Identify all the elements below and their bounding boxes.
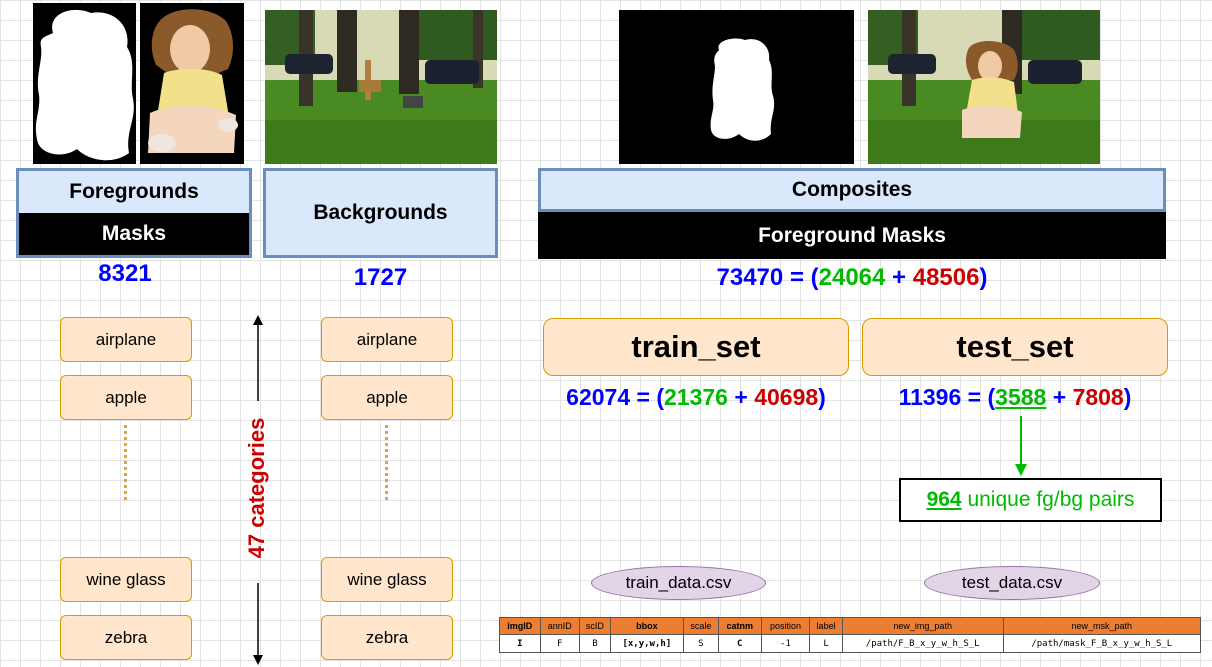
foreground-mask-image bbox=[33, 3, 136, 164]
fg-category-item: zebra bbox=[60, 615, 192, 660]
eq-sign: = bbox=[636, 384, 650, 410]
table-cell: [x,y,w,h] bbox=[609, 634, 684, 653]
foregrounds-masks-box: Foregrounds Masks bbox=[16, 168, 252, 258]
table-cell: B bbox=[578, 634, 611, 653]
composites-count: 73470 = (24064 + 48506) bbox=[538, 264, 1166, 292]
table-cell: C bbox=[717, 634, 762, 653]
train-part-a: 21376 bbox=[664, 384, 728, 410]
test-part-b: 7808 bbox=[1072, 384, 1124, 410]
down-arrow-icon bbox=[1015, 416, 1027, 476]
table-header: scID bbox=[578, 617, 611, 635]
foreground-child-image bbox=[140, 3, 244, 164]
table-header: new_img_path bbox=[841, 617, 1004, 635]
table-header: position bbox=[760, 617, 811, 635]
test-part-a: 3588 bbox=[995, 384, 1047, 410]
table-header: label bbox=[809, 617, 843, 635]
table-cell: L bbox=[809, 634, 843, 653]
close-paren: ) bbox=[818, 384, 826, 410]
masks-label: Masks bbox=[19, 213, 249, 255]
pairs-text: unique fg/bg pairs bbox=[967, 488, 1135, 511]
fg-category-item: airplane bbox=[60, 317, 192, 362]
open-paren: ( bbox=[810, 264, 819, 291]
table-cell: /path/F_B_x_y_w_h_S_L bbox=[841, 634, 1004, 653]
fg-category-item: wine glass bbox=[60, 557, 192, 602]
bg-category-item: apple bbox=[321, 375, 453, 420]
open-paren: ( bbox=[656, 384, 665, 410]
table-header: bbox bbox=[609, 617, 684, 635]
composites-box: Composites Foreground Masks bbox=[538, 168, 1166, 259]
csv-schema-table: imgID annID scID bbox scale catnm positi… bbox=[499, 617, 1202, 653]
table-cell: S bbox=[682, 634, 719, 653]
backgrounds-box: Backgrounds bbox=[263, 168, 498, 258]
table-row: I F B [x,y,w,h] S C -1 L /path/F_B_x_y_w… bbox=[499, 634, 1202, 653]
plus-sign: + bbox=[892, 264, 907, 291]
bg-category-item: zebra bbox=[321, 615, 453, 660]
close-paren: ) bbox=[979, 264, 988, 291]
bg-category-ellipsis bbox=[385, 425, 388, 500]
composites-total: 73470 bbox=[716, 264, 784, 291]
composites-part-b: 48506 bbox=[912, 264, 980, 291]
test-total: 11396 bbox=[898, 384, 962, 410]
composite-mask-image bbox=[619, 10, 854, 164]
table-cell: -1 bbox=[760, 634, 811, 653]
table-header: scale bbox=[682, 617, 719, 635]
eq-sign: = bbox=[967, 384, 982, 410]
train-total: 62074 bbox=[566, 384, 631, 410]
foreground-masks-label: Foreground Masks bbox=[538, 212, 1166, 259]
table-header: imgID bbox=[499, 617, 541, 635]
train-csv-ellipse: train_data.csv bbox=[591, 566, 766, 600]
open-paren: ( bbox=[987, 384, 996, 410]
background-count: 1727 bbox=[353, 264, 408, 291]
train-part-b: 40698 bbox=[754, 384, 819, 410]
composites-label: Composites bbox=[538, 168, 1166, 212]
plus-sign: + bbox=[1052, 384, 1067, 410]
test-set-count: 11396 = (3588 + 7808) bbox=[862, 384, 1168, 411]
categories-count-label: 47 categories bbox=[244, 417, 269, 559]
background-park-image bbox=[265, 10, 497, 164]
foregrounds-label: Foregrounds bbox=[19, 171, 249, 213]
foreground-count: 8321 bbox=[98, 260, 152, 287]
categories-double-arrow bbox=[253, 315, 263, 665]
table-cell: /path/mask_F_B_x_y_w_h_S_L bbox=[1002, 634, 1202, 653]
test-csv-ellipse: test_data.csv bbox=[924, 566, 1100, 600]
table-cell: I bbox=[499, 634, 541, 653]
table-header: annID bbox=[539, 617, 580, 635]
test-set-box: test_set bbox=[862, 318, 1168, 376]
table-header: new_msk_path bbox=[1002, 617, 1202, 635]
table-cell: F bbox=[539, 634, 580, 653]
composite-image bbox=[868, 10, 1100, 164]
plus-sign: + bbox=[734, 384, 748, 410]
bg-category-item: wine glass bbox=[321, 557, 453, 602]
table-header: catnm bbox=[717, 617, 762, 635]
table-header-row: imgID annID scID bbox scale catnm positi… bbox=[499, 617, 1202, 635]
eq-sign: = bbox=[789, 264, 804, 291]
fg-category-item: apple bbox=[60, 375, 192, 420]
train-set-count: 62074 = (21376 + 40698) bbox=[543, 384, 849, 411]
fg-category-ellipsis bbox=[124, 425, 127, 500]
train-set-box: train_set bbox=[543, 318, 849, 376]
bg-category-item: airplane bbox=[321, 317, 453, 362]
composites-part-a: 24064 bbox=[818, 264, 886, 291]
pairs-count: 964 bbox=[926, 488, 962, 511]
close-paren: ) bbox=[1123, 384, 1132, 410]
unique-pairs-box: 964 unique fg/bg pairs bbox=[899, 478, 1162, 522]
